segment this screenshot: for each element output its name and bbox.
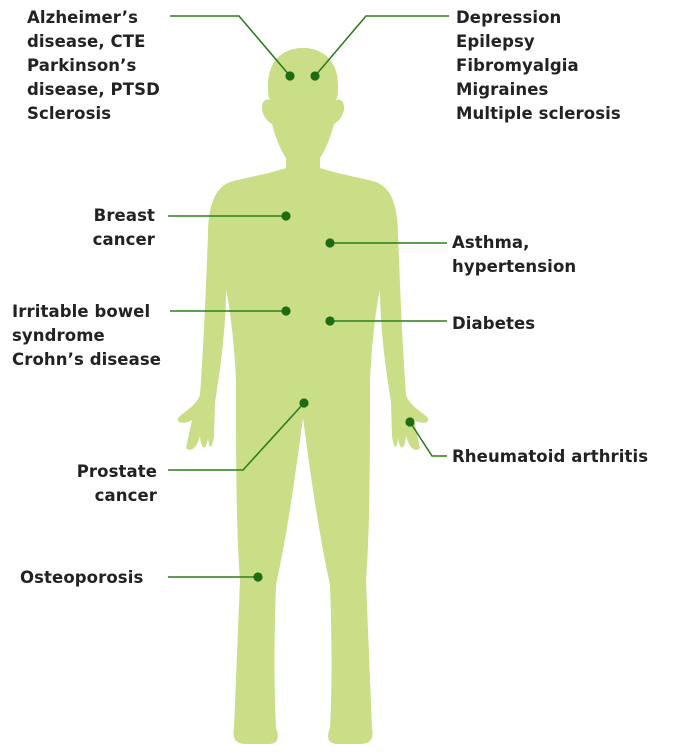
dot-rheumatoid bbox=[405, 417, 414, 426]
label-osteoporosis: Osteoporosis bbox=[20, 566, 143, 590]
label-ibs: Irritable bowel syndrome Crohn’s disease bbox=[12, 300, 161, 372]
body-silhouette bbox=[178, 48, 429, 744]
dot-depression bbox=[310, 71, 319, 80]
dot-alzheimers bbox=[285, 71, 294, 80]
dot-asthma bbox=[325, 238, 334, 247]
label-prostate-cancer: Prostate cancer bbox=[77, 460, 157, 508]
label-breast-cancer: Breast cancer bbox=[93, 204, 155, 252]
label-rheumatoid-arthritis: Rheumatoid arthritis bbox=[452, 445, 648, 469]
dot-osteoporosis bbox=[253, 572, 262, 581]
dot-diabetes bbox=[325, 316, 334, 325]
label-diabetes: Diabetes bbox=[452, 312, 535, 336]
dot-breast bbox=[281, 211, 290, 220]
dot-ibs bbox=[281, 306, 290, 315]
dot-prostate bbox=[299, 398, 308, 407]
leader-depression bbox=[315, 16, 449, 76]
label-depression: Depression Epilepsy Fibromyalgia Migrain… bbox=[456, 6, 621, 126]
label-alzheimers: Alzheimer’s disease, CTE Parkinson’s dis… bbox=[27, 6, 160, 126]
label-asthma: Asthma, hypertension bbox=[452, 231, 576, 279]
